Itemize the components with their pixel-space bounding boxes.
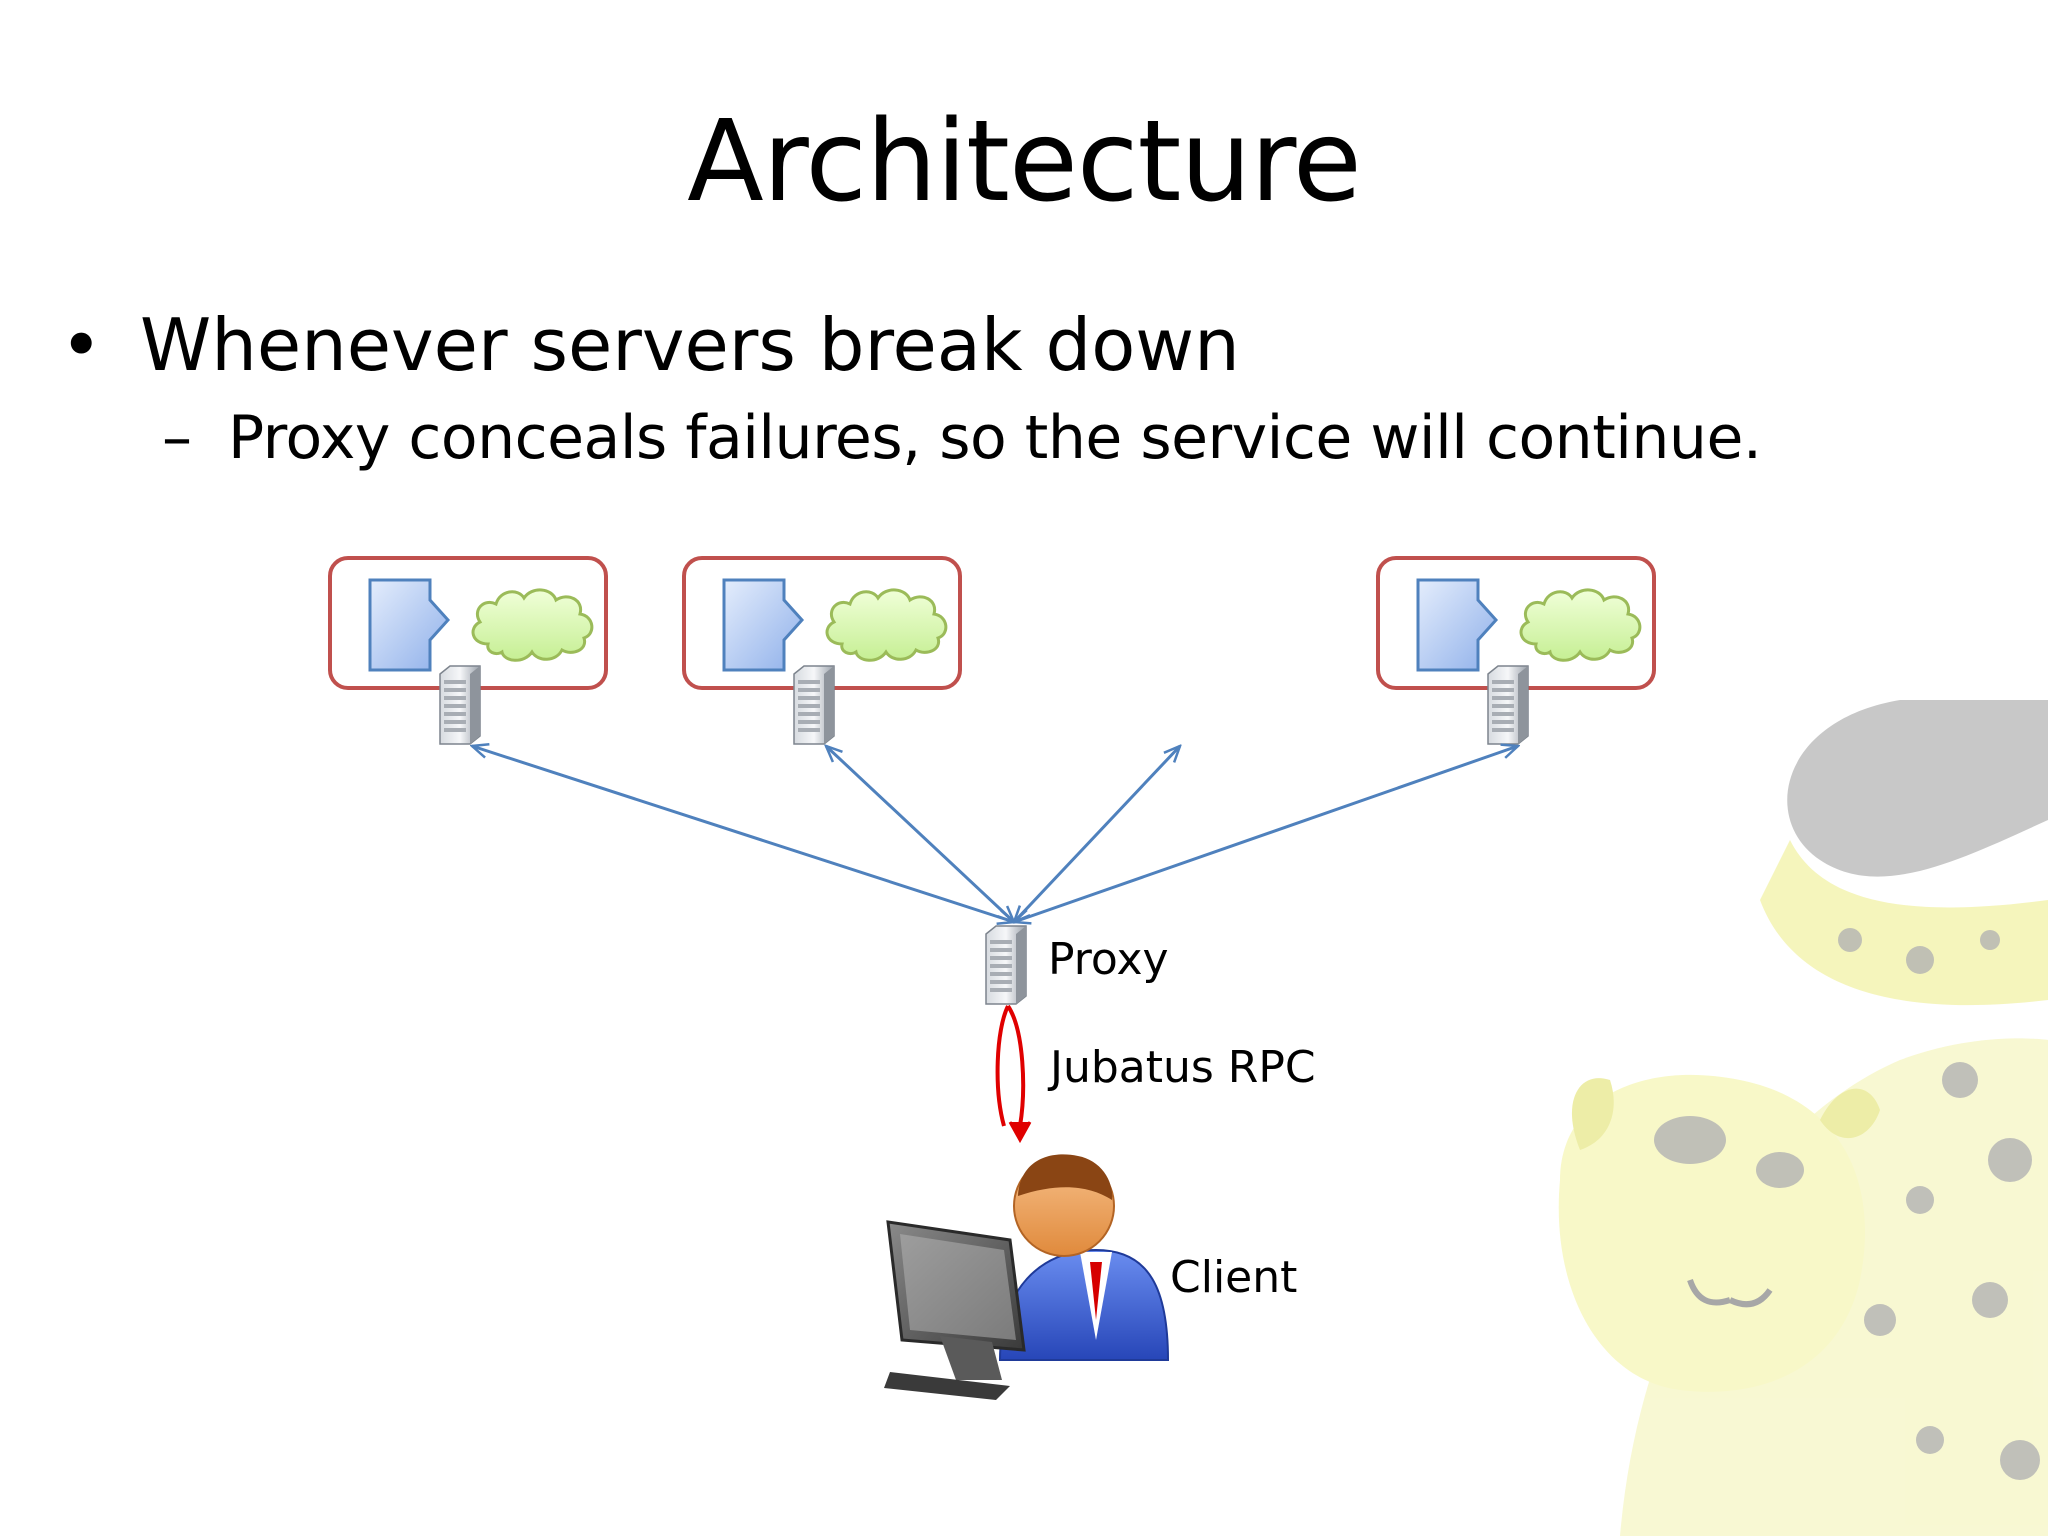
server-tower-icon xyxy=(1487,665,1529,745)
server-node-2 xyxy=(682,556,962,745)
link-server-2 xyxy=(826,746,1014,922)
process-block-icon xyxy=(722,578,805,672)
rpc-label: Jubatus RPC xyxy=(1050,1042,1316,1093)
client-user-icon xyxy=(884,1154,1170,1400)
rpc-arrow-icon xyxy=(995,1004,1032,1144)
bullet-marker: • xyxy=(60,303,103,387)
proxy-links xyxy=(472,746,1518,922)
bullet-marker: – xyxy=(162,403,192,473)
client-label: Client xyxy=(1170,1252,1298,1303)
link-server-4 xyxy=(1014,746,1518,922)
server-tower-icon xyxy=(793,665,835,745)
cloud-icon xyxy=(471,588,594,662)
server-node-4 xyxy=(1376,556,1656,745)
bullet-text: Proxy conceals failures, so the service … xyxy=(228,403,1762,473)
cloud-icon xyxy=(825,588,948,662)
proxy-server-icon xyxy=(985,925,1027,1005)
process-block-icon xyxy=(1416,578,1499,672)
server-tower-icon xyxy=(439,665,481,745)
proxy-label: Proxy xyxy=(1048,934,1169,985)
link-server-1 xyxy=(472,746,1014,922)
bullet-level-1: • Whenever servers break down xyxy=(60,300,1240,390)
server-node-1 xyxy=(328,556,608,745)
cloud-icon xyxy=(1519,588,1642,662)
mascot-leopard-icon xyxy=(1558,700,2048,1536)
bullet-level-2: –Proxy conceals failures, so the service… xyxy=(162,398,1762,478)
process-block-icon xyxy=(368,578,451,672)
bullet-text: Whenever servers break down xyxy=(140,303,1240,387)
slide-title: Architecture xyxy=(687,97,1362,227)
link-server-3-failed xyxy=(1014,746,1180,922)
